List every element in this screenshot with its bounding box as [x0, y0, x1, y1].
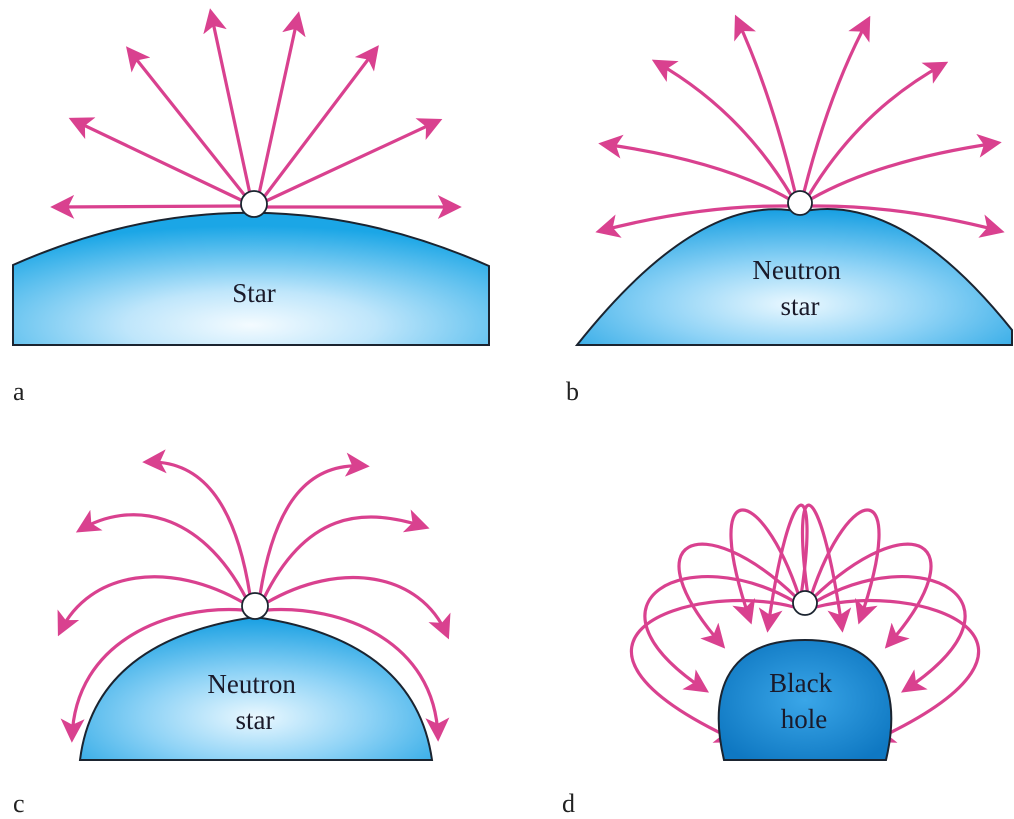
light-ray [810, 204, 1005, 238]
light-ray [258, 452, 370, 597]
body-label-line: Star [232, 278, 276, 308]
light-ray [257, 11, 306, 196]
light-ray [807, 61, 949, 197]
panel-c: Neutron star c [13, 449, 451, 818]
body-label-c: Neutron star [207, 669, 302, 735]
light-rays-d [629, 503, 981, 743]
light-ray [262, 45, 379, 199]
body-label-d: Black hole [769, 668, 839, 734]
light-ray [800, 503, 852, 633]
light-ray [264, 576, 451, 640]
panel-d: Black hole d [562, 503, 981, 818]
light-ray [809, 508, 881, 625]
panel-letter-b: b [566, 377, 579, 406]
body-label-line: star [781, 291, 820, 321]
light-ray [265, 607, 450, 742]
body-label-line: Black [769, 668, 832, 698]
light-ray [734, 14, 797, 194]
panel-letter-c: c [13, 789, 25, 818]
star-body [12, 211, 490, 346]
body-label-line: star [236, 705, 275, 735]
light-ray [651, 59, 793, 197]
light-ray [758, 503, 809, 633]
light-ray [598, 134, 791, 201]
light-ray [814, 598, 981, 743]
light-ray [595, 204, 790, 238]
light-ray [68, 117, 245, 203]
light-source-emitter [787, 190, 813, 216]
light-ray [809, 133, 1002, 201]
light-source-emitter [240, 190, 268, 218]
light-source-emitter [241, 592, 269, 620]
panel-letter-a: a [13, 377, 25, 406]
light-rays-a [50, 8, 462, 219]
light-ray [57, 575, 246, 637]
light-ray [729, 508, 801, 625]
body-label-a: Star [232, 278, 276, 308]
light-ray [60, 607, 245, 743]
light-ray [126, 46, 248, 199]
body-label-b: Neutron star [752, 255, 847, 321]
light-source-emitter [792, 590, 818, 616]
panel-a: Star a [12, 8, 490, 406]
light-ray [203, 8, 252, 196]
panel-b: Neutron star b [566, 14, 1013, 406]
body-label-line: Neutron [207, 669, 296, 699]
light-ray [142, 449, 252, 597]
light-rays-b [595, 14, 1005, 238]
panel-letter-d: d [562, 789, 575, 818]
light-ray [813, 574, 967, 693]
light-ray [75, 509, 248, 600]
body-label-line: Neutron [752, 255, 841, 285]
black-hole-body [717, 638, 893, 761]
light-ray [262, 509, 430, 600]
light-ray [677, 542, 799, 649]
light-ray [264, 118, 443, 203]
light-ray [802, 15, 871, 194]
light-ray [643, 574, 797, 693]
light-ray [811, 542, 933, 649]
body-label-line: hole [781, 704, 828, 734]
light-rays-c [57, 449, 451, 743]
light-ray [50, 194, 244, 219]
